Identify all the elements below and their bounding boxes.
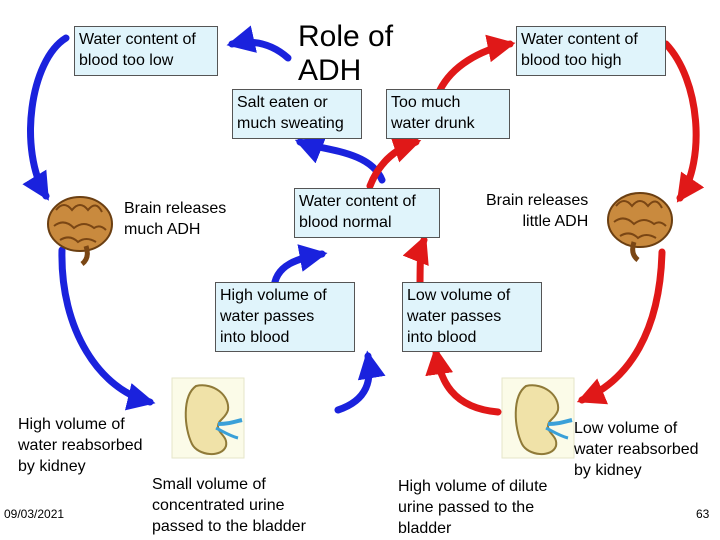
arrow-too-low-to-brain [22, 34, 70, 201]
brain-icon-left [47, 196, 113, 266]
arrow-normal-to-salt [294, 137, 386, 184]
box-low-volume-blood: Low volume of water passes into blood [402, 282, 542, 352]
arrow-kidney-to-high-volume [334, 350, 386, 414]
label-dilute-urine: High volume of dilute urine passed to th… [398, 478, 548, 537]
label-low-reabsorbed: Low volume of water reabsorbed by kidney [574, 420, 699, 479]
brain-icon-right [607, 192, 673, 262]
box-high-volume-blood: High volume of water passes into blood [215, 282, 355, 352]
arrow-brain-to-kidney-right [576, 248, 666, 405]
page-number: 63 [696, 507, 710, 521]
arrow-kidney-to-low-volume [425, 346, 502, 416]
arrow-brain-to-kidney [58, 246, 156, 411]
label-little-adh: Brain releases little ADH [486, 192, 589, 230]
arrow-normal-to-drunk [366, 135, 422, 190]
kidney-icon-left [171, 377, 245, 459]
box-too-low: Water content of blood too low [74, 26, 218, 76]
label-concentrated-urine: Small volume of concentrated urine passe… [152, 476, 306, 535]
kidney-icon-right [501, 377, 575, 459]
arrow-drunk-to-too-high [436, 34, 516, 94]
label-high-reabsorbed: High volume of water reabsorbed by kidne… [18, 416, 143, 475]
arrow-too-high-to-brain [662, 40, 705, 203]
diagram-title: Role of ADH [298, 20, 394, 87]
box-normal: Water content of blood normal [294, 188, 440, 238]
box-drunk: Too much water drunk [386, 89, 510, 139]
box-salt: Salt eaten or much sweating [232, 89, 362, 139]
arrow-title-to-too-low [226, 25, 292, 62]
box-too-high: Water content of blood too high [516, 26, 666, 76]
footer-date: 09/03/2021 [4, 507, 65, 521]
label-much-adh: Brain releases much ADH [124, 200, 227, 238]
